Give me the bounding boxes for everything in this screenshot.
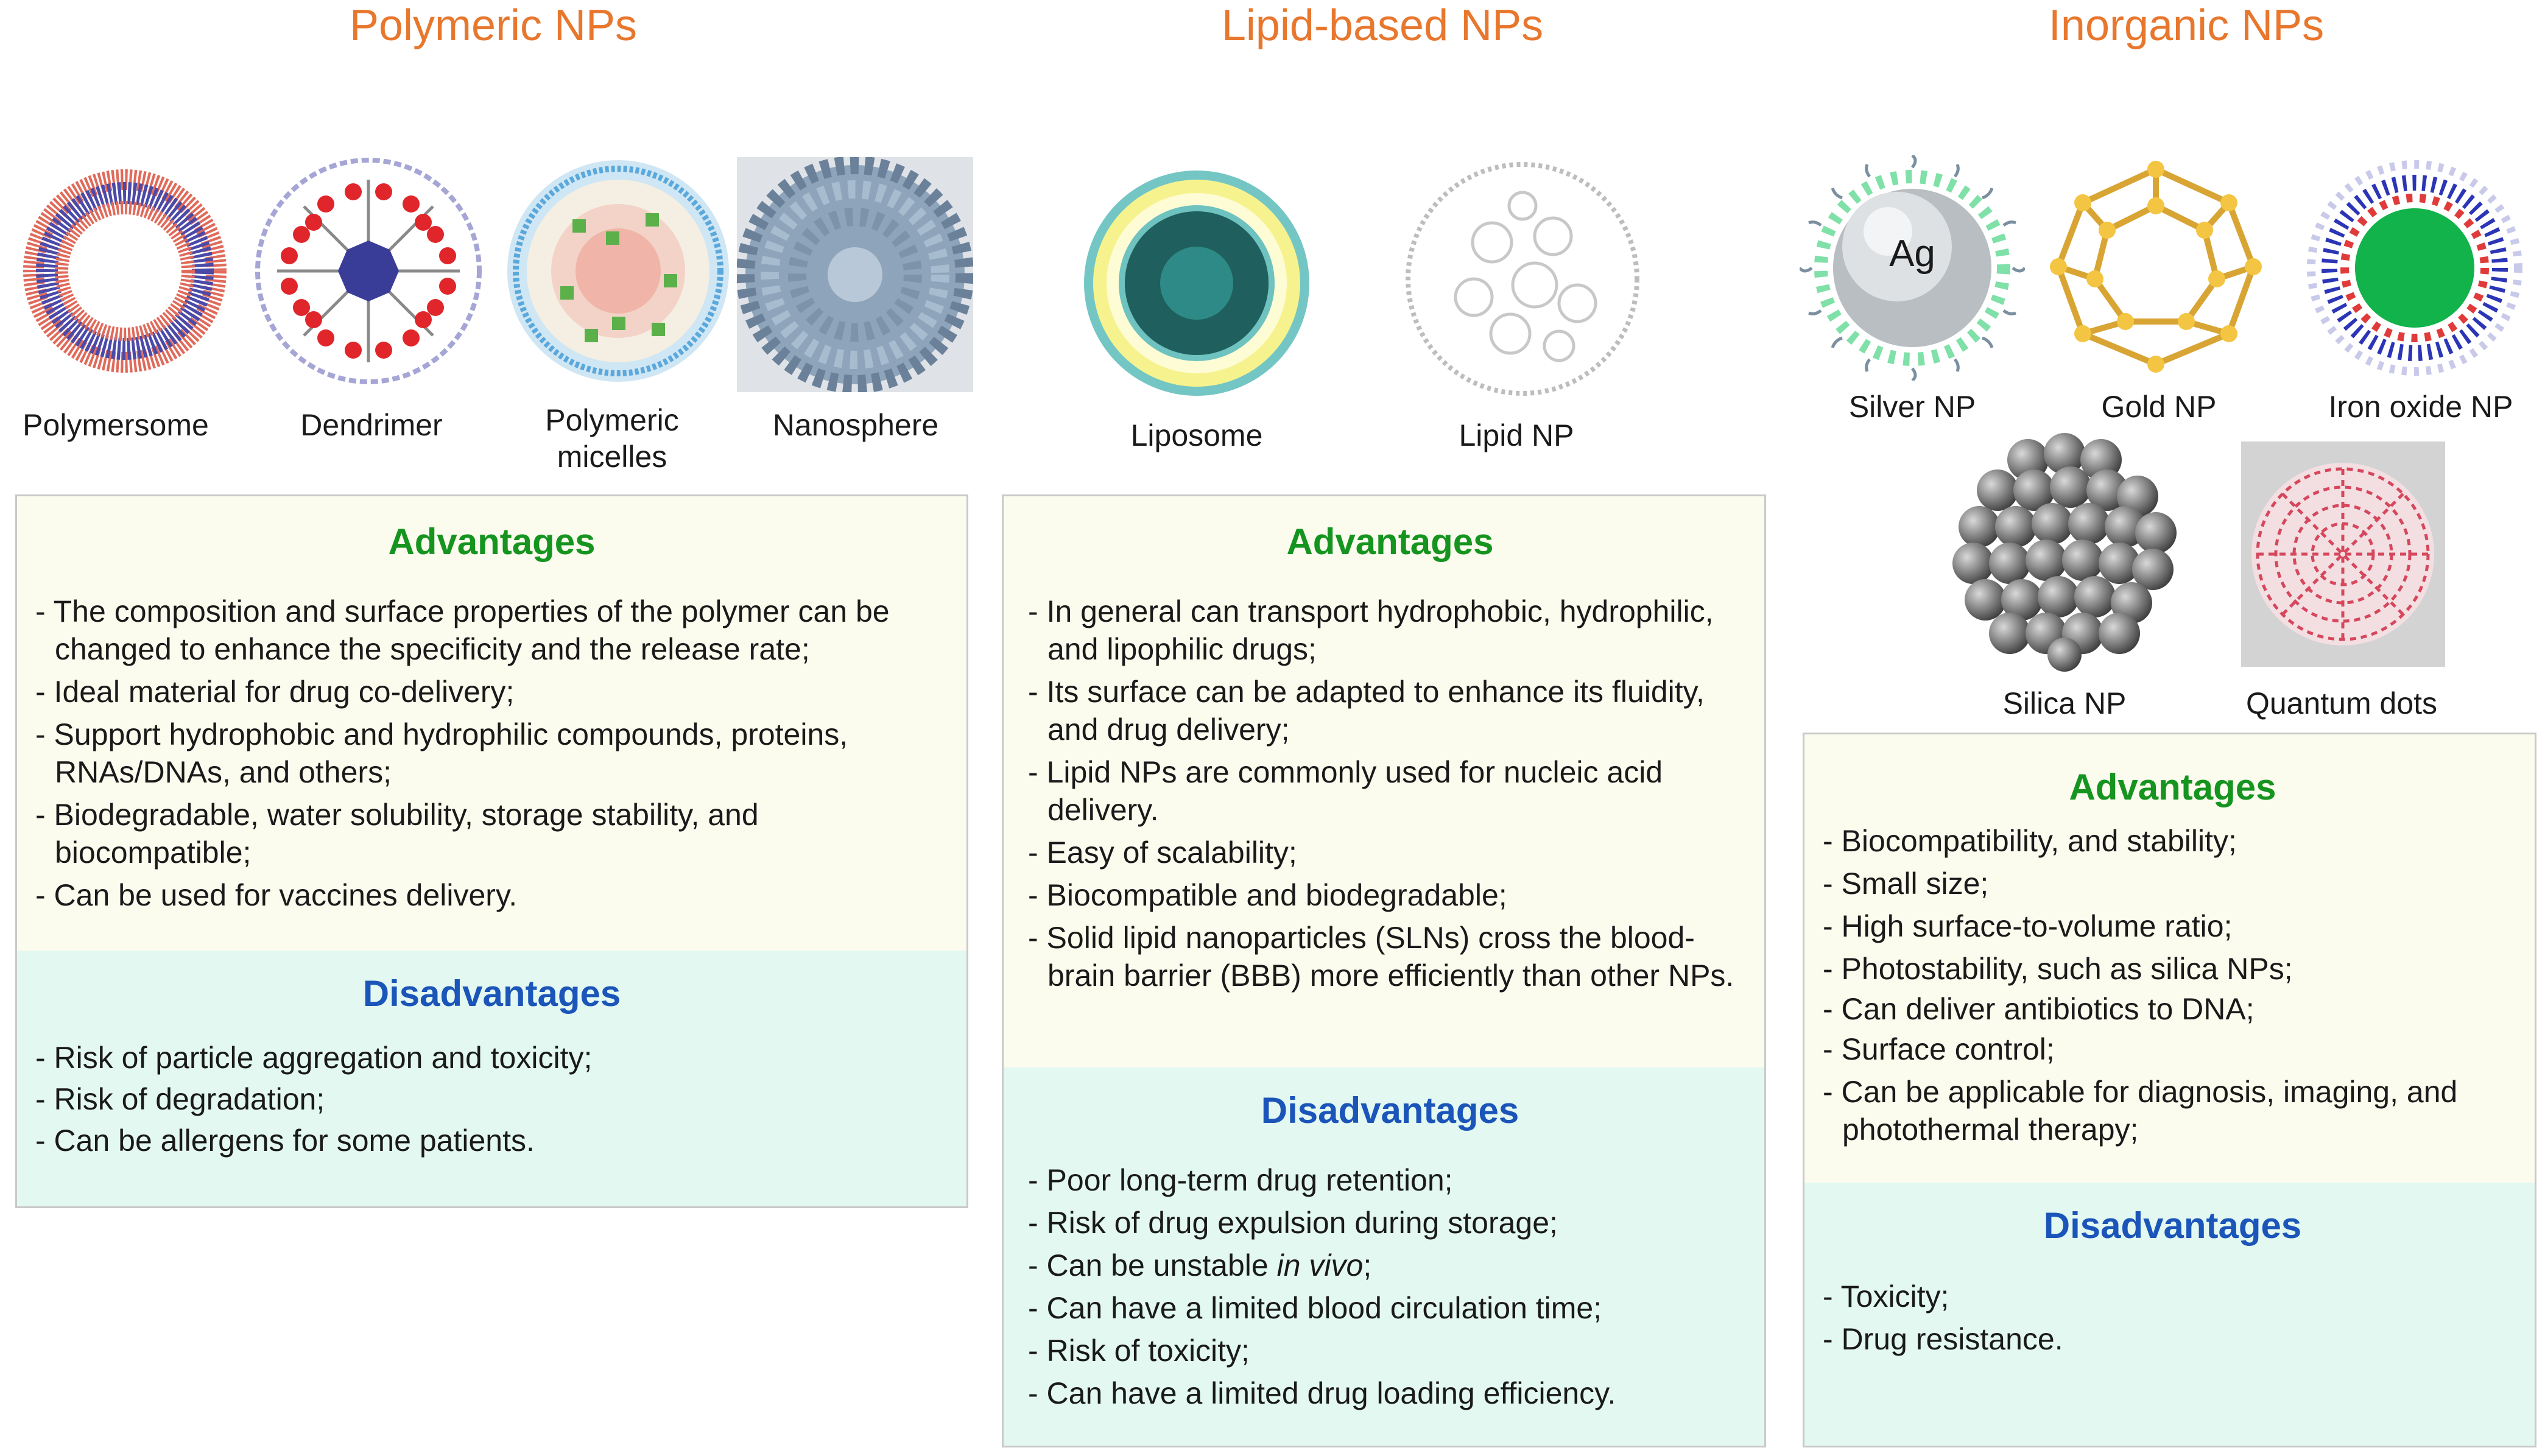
iron-oxide-np-icon (2299, 155, 2530, 381)
silica-np-label: Silica NP (2002, 686, 2127, 720)
list-item: Surface control; (1823, 1030, 2522, 1068)
dendrimer-label: Dendrimer (300, 408, 443, 442)
inorganic-panel: Advantages Biocompatibility, and stabili… (1803, 733, 2536, 1447)
list-item: Risk of drug expulsion during storage; (1028, 1204, 1752, 1242)
list-item: Can be applicable for diagnosis, imaging… (1823, 1073, 2522, 1148)
lipid-np-label: Lipid NP (1459, 418, 1574, 452)
polymeric-disadvantages-list: Risk of particle aggregation and toxicit… (35, 1039, 948, 1159)
lipid-advantages-title: Advantages (1286, 521, 1494, 562)
list-item: Solid lipid nanoparticles (SLNs) cross t… (1028, 919, 1752, 994)
silver-np-label: Silver NP (1848, 390, 1976, 424)
list-item: Risk of toxicity; (1028, 1332, 1752, 1370)
list-item: Toxicity; (1823, 1278, 2522, 1315)
inorganic-disadvantages: Disadvantages Toxicity; Drug resistance. (1804, 1183, 2535, 1446)
liposome-label: Liposome (1130, 418, 1263, 452)
polymeric-micelle-icon (505, 158, 731, 384)
list-item: Risk of degradation; (35, 1081, 948, 1117)
list-item: Lipid NPs are commonly used for nucleic … (1028, 753, 1752, 829)
list-item: Drug resistance. (1823, 1320, 2522, 1358)
lipid-disadvantages-title: Disadvantages (1261, 1090, 1519, 1131)
polymeric-advantages-title: Advantages (388, 521, 596, 562)
list-item: Can deliver antibiotics to DNA; (1823, 990, 2522, 1028)
inorganic-disadvantages-title: Disadvantages (2043, 1205, 2302, 1246)
list-item: Biodegradable, water solubility, storage… (35, 796, 948, 871)
lipid-np-icon (1401, 157, 1644, 401)
polymeric-panel: Advantages The composition and surface p… (15, 494, 968, 1208)
lipid-panel: Advantages In general can transport hydr… (1002, 494, 1766, 1447)
list-item: Can be unstable in vivo; (1028, 1247, 1752, 1284)
list-item: Poor long-term drug retention; (1028, 1161, 1752, 1199)
polymeric-advantages-list: The composition and surface properties o… (35, 593, 948, 914)
inorganic-disadvantages-list: Toxicity; Drug resistance. (1823, 1278, 2522, 1358)
list-item: Its surface can be adapted to enhance it… (1028, 673, 1752, 748)
list-item: Small size; (1823, 865, 2522, 902)
list-item: Photostability, such as silica NPs; (1823, 950, 2522, 988)
polymeric-title: Polymeric NPs (349, 1, 638, 50)
lipid-advantages: Advantages In general can transport hydr… (1004, 496, 1764, 1071)
list-item: Can have a limited drug loading efficien… (1028, 1374, 1752, 1412)
dendrimer-icon (253, 155, 484, 387)
polymeric-disadvantages-title: Disadvantages (362, 973, 621, 1014)
lipid-disadvantages-list: Poor long-term drug retention; Risk of d… (1028, 1161, 1752, 1412)
list-item: Biocompatibility, and stability; (1823, 822, 2522, 860)
lipid-advantages-list: In general can transport hydrophobic, hy… (1028, 593, 1752, 994)
list-item: Biocompatible and biodegradable; (1028, 876, 1752, 914)
list-item: Can have a limited blood circulation tim… (1028, 1289, 1752, 1327)
lipid-disadvantages: Disadvantages Poor long-term drug retent… (1004, 1067, 1764, 1446)
list-item: Ideal material for drug co-delivery; (35, 673, 948, 711)
polymersome-label: Polymersome (23, 408, 209, 442)
silver-np-icon: Ag (1800, 155, 2025, 381)
inorganic-title: Inorganic NPs (2048, 1, 2325, 50)
polymeric-micelles-label: Polymeric micelles (545, 403, 679, 474)
iron-oxide-np-label: Iron oxide NP (2328, 390, 2513, 424)
inorganic-advantages-list: Biocompatibility, and stability; Small s… (1823, 822, 2522, 1148)
list-item: Easy of scalability; (1028, 834, 1752, 871)
nanosphere-icon (737, 157, 973, 392)
gold-np-label: Gold NP (2101, 390, 2217, 424)
silica-np-icon (1943, 429, 2186, 673)
list-item: High surface-to-volume ratio; (1823, 907, 2522, 945)
polymeric-advantages: Advantages The composition and surface p… (17, 496, 966, 954)
polymersome-icon (15, 155, 234, 387)
list-item: Risk of particle aggregation and toxicit… (35, 1039, 948, 1076)
list-item: Can be allergens for some patients. (35, 1122, 948, 1159)
inorganic-advantages: Advantages Biocompatibility, and stabili… (1804, 734, 2535, 1186)
lipid-title: Lipid-based NPs (1221, 1, 1544, 50)
inorganic-advantages-title: Advantages (2069, 767, 2276, 807)
ag-symbol: Ag (1889, 233, 1935, 275)
quantum-dots-icon (2241, 441, 2445, 667)
list-item: In general can transport hydrophobic, hy… (1028, 593, 1752, 668)
list-item: Can be used for vaccines delivery. (35, 876, 948, 914)
gold-np-icon (2046, 157, 2265, 376)
nanosphere-label: Nanosphere (772, 408, 939, 442)
quantum-dots-label: Quantum dots (2245, 686, 2438, 720)
liposome-icon (1081, 167, 1312, 399)
list-item: Support hydrophobic and hydrophilic comp… (35, 716, 948, 791)
polymeric-disadvantages: Disadvantages Risk of particle aggregati… (17, 951, 966, 1206)
list-item: The composition and surface properties o… (35, 593, 948, 668)
